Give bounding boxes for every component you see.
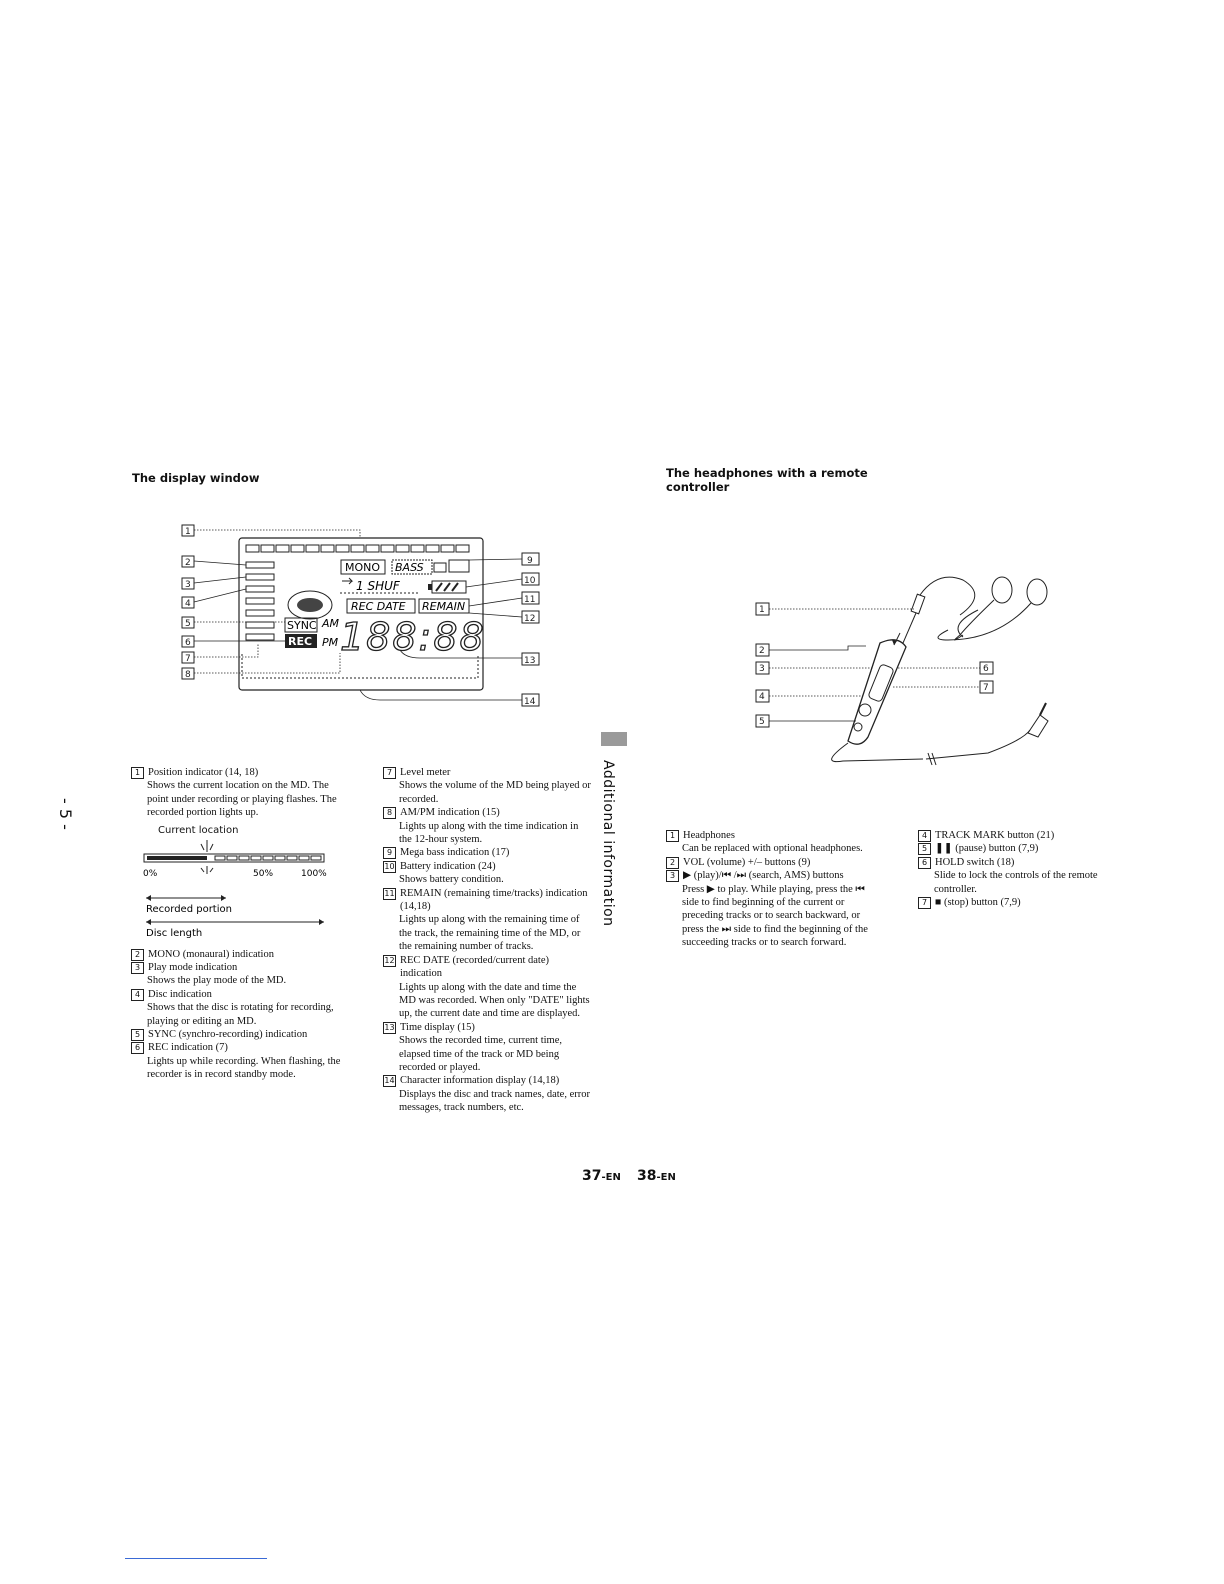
bass-box: [391, 559, 433, 575]
svg-text:5: 5: [759, 717, 765, 727]
headphones-heading: The headphones with a remote controller: [666, 466, 868, 494]
hp-item-5: 5❚❚ (pause) button (7,9): [918, 842, 1138, 856]
svg-text:50%: 50%: [253, 869, 273, 879]
lcd-sync: SYNC: [287, 619, 317, 632]
lcd-bass: BASS: [395, 561, 424, 574]
hp-item-7: 7■ (stop) button (7,9): [918, 896, 1138, 910]
section-tab-marker: [601, 732, 627, 746]
svg-text:7: 7: [983, 683, 989, 693]
repeat-arrow-icon: [342, 577, 354, 585]
svg-text:14: 14: [524, 697, 536, 707]
svg-text:7: 7: [185, 654, 191, 664]
svg-text:12: 12: [524, 614, 535, 624]
svg-text:13: 13: [524, 656, 535, 666]
disc-icon: [287, 590, 333, 620]
svg-text:Recorded portion: Recorded portion: [146, 904, 232, 915]
section-tab-label: Additional information: [600, 760, 616, 927]
rec-date-box: [346, 598, 416, 614]
headphone-plug: [1027, 714, 1049, 738]
lcd-remain: REMAIN: [422, 600, 465, 613]
svg-text:6: 6: [185, 638, 191, 648]
lcd-time: 188:88: [340, 615, 486, 659]
svg-text:2: 2: [759, 646, 765, 656]
page-number-right: 38-EN: [637, 1168, 676, 1184]
svg-text:8: 8: [185, 670, 191, 680]
hp-item-3: 3▶ (play)/⏮ /⏭ (search, AMS) buttons: [666, 869, 881, 883]
svg-text:10: 10: [524, 576, 536, 586]
svg-text:4: 4: [759, 692, 765, 702]
mono-box: [340, 559, 386, 575]
remote-controller: [847, 639, 907, 745]
svg-text:11: 11: [524, 595, 535, 605]
lcd-rec-date: REC DATE: [351, 600, 406, 613]
right-earbud: [1026, 578, 1048, 606]
svg-text:9: 9: [527, 556, 533, 566]
svg-text:6: 6: [983, 664, 989, 674]
left-earbud: [991, 576, 1013, 604]
svg-text:Disc length: Disc length: [146, 928, 202, 939]
svg-text:3: 3: [759, 664, 765, 674]
lcd-rec: REC: [288, 635, 312, 648]
display-window-heading: The display window: [132, 471, 260, 485]
svg-text:3: 3: [185, 580, 191, 590]
svg-text:2: 2: [185, 558, 191, 568]
position-indicator-segments: [245, 544, 470, 553]
page-number-left: 37-EN: [582, 1168, 621, 1184]
svg-text:0%: 0%: [143, 869, 158, 879]
svg-text:5: 5: [185, 619, 191, 629]
lcd-am: AM: [321, 617, 340, 630]
bottom-rule: [125, 1558, 267, 1559]
display-window-diagram: MONO BASS 1 SHUF REC DATE REMAIN SYNC RE…: [181, 524, 540, 707]
svg-text:1: 1: [759, 605, 765, 615]
position-bar-illustration: 0% 50% 100% Recorded portion Disc length: [143, 839, 327, 939]
svg-text:100%: 100%: [301, 869, 327, 879]
lcd-shuf: 1 SHUF: [356, 579, 401, 593]
lcd-pm: PM: [322, 636, 339, 649]
level-meter-segments: [245, 561, 275, 641]
position-figure: Current location 0% 50% 100% Recorded po…: [141, 820, 346, 948]
headphones-diagram: 1 2 3 4 5 6 7: [755, 576, 1049, 766]
legend-item-1: 1 Position indicator (14, 18): [131, 766, 346, 779]
display-legend-col1: 1 Position indicator (14, 18) Shows the …: [131, 766, 346, 1082]
svg-text:1: 1: [185, 527, 191, 537]
page-side-number: - 5 -: [56, 798, 75, 830]
svg-text:4: 4: [185, 599, 191, 609]
lcd-mono: MONO: [345, 561, 380, 574]
